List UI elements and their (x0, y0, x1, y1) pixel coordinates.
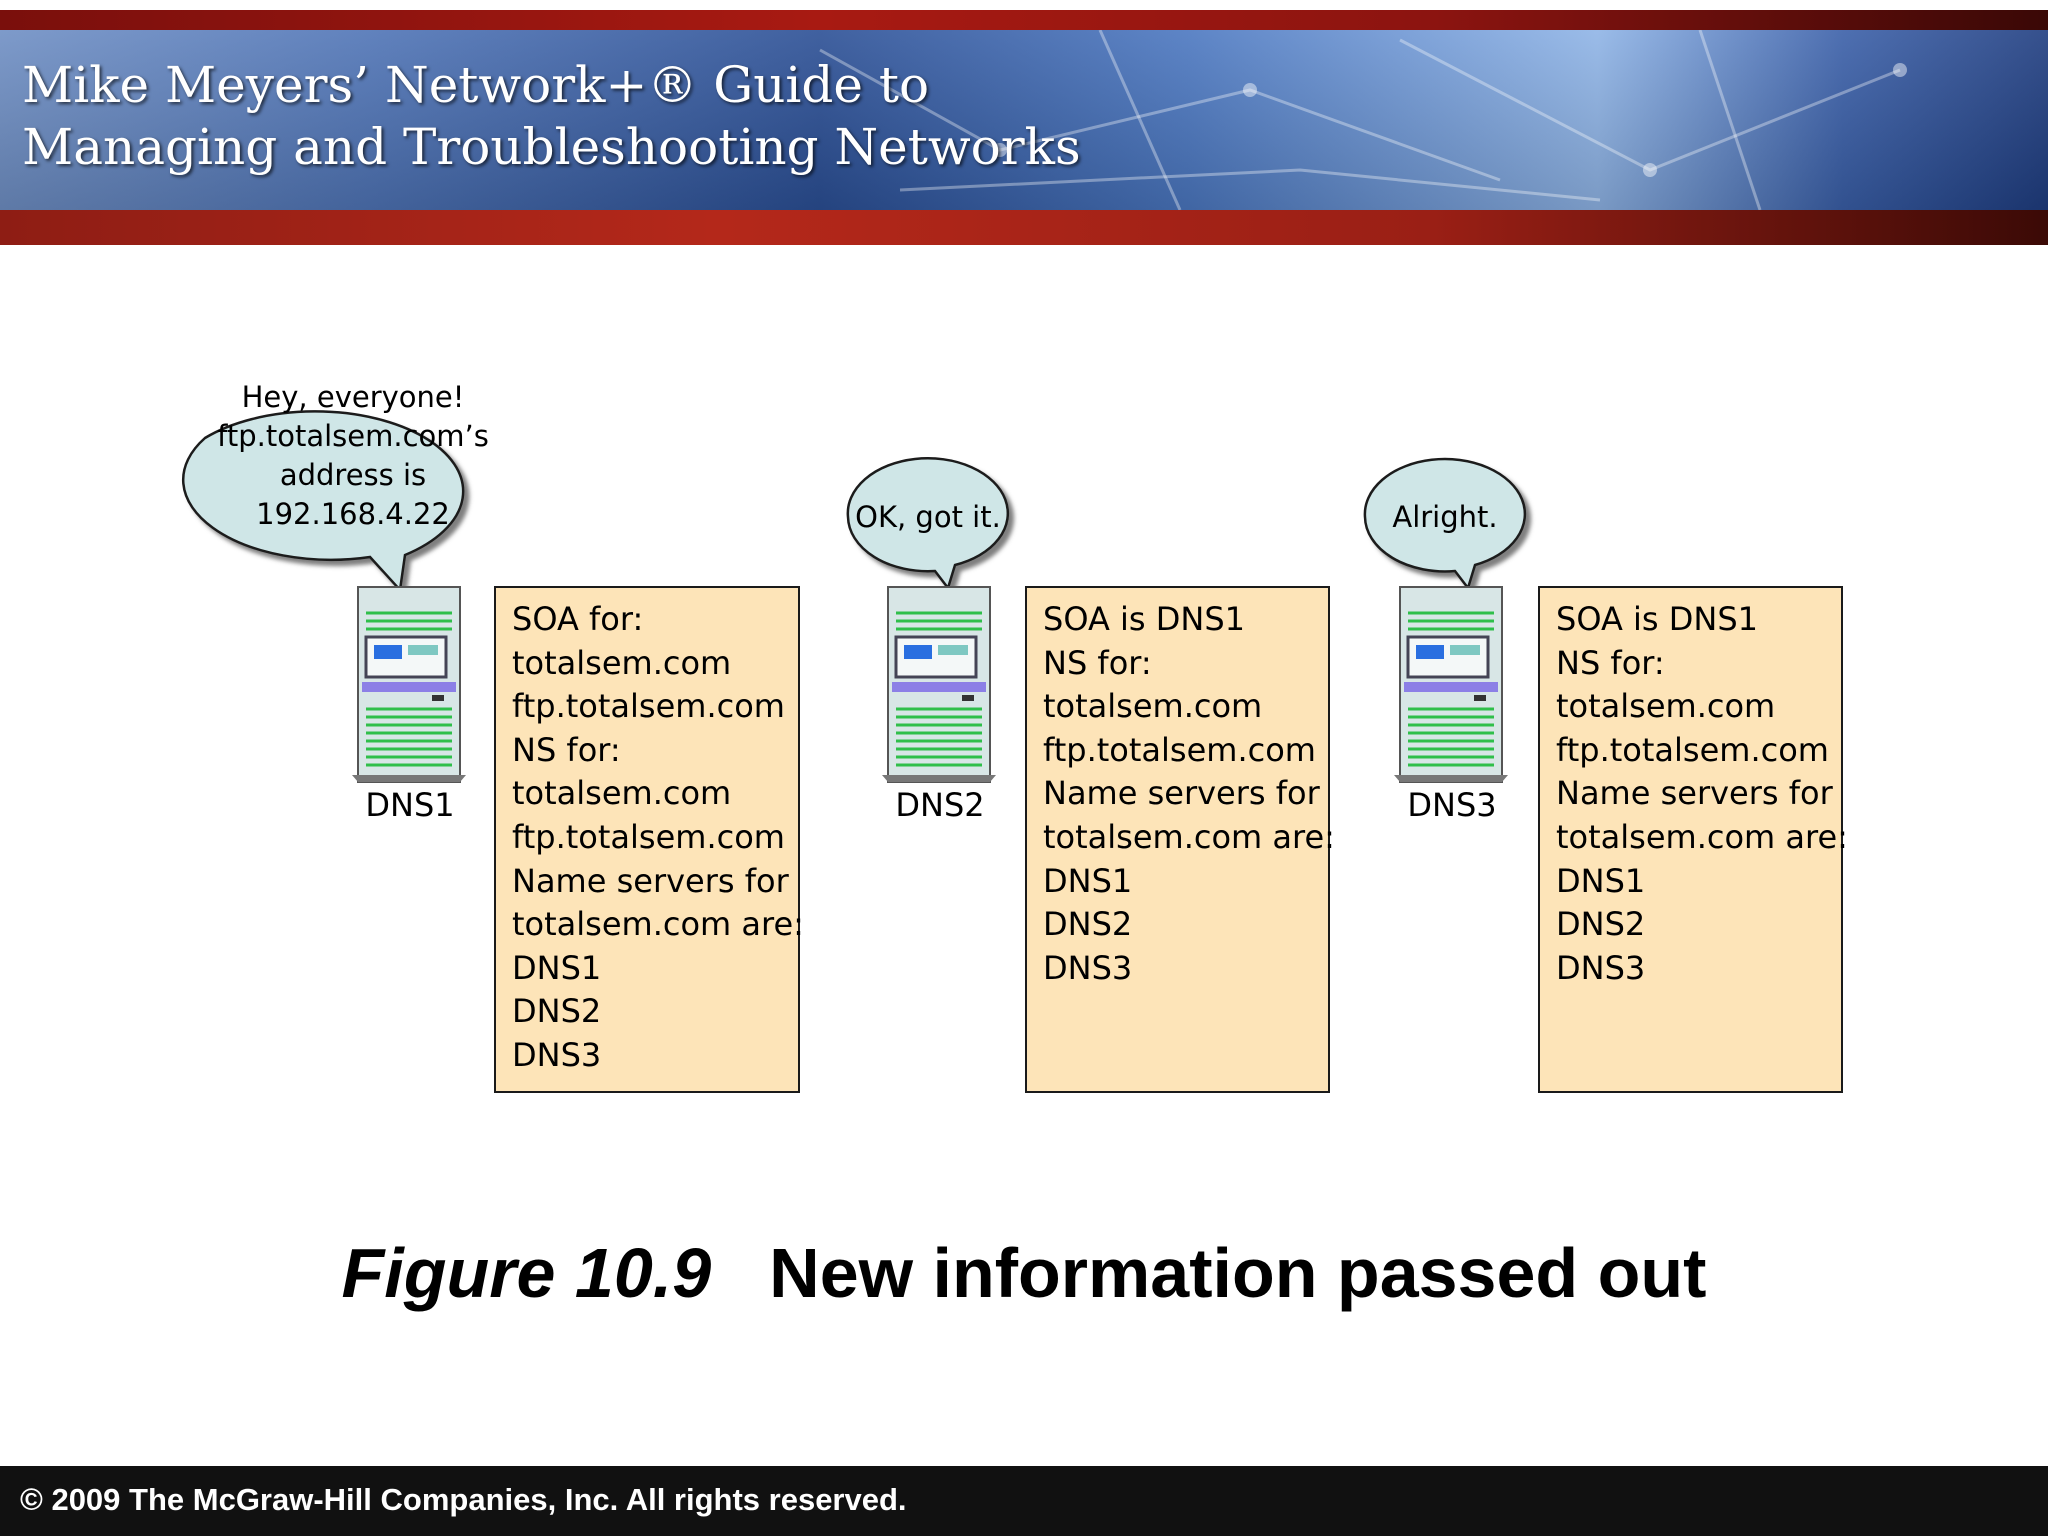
dns2-info-line: DNS2 (1043, 905, 1133, 944)
header-title-line-1: Mike Meyers’ Network+® Guide to (22, 56, 930, 114)
dns3-info-line: ftp.totalsem.com (1556, 730, 1829, 769)
copyright-text: © 2009 The McGraw-Hill Companies, Inc. A… (20, 1482, 907, 1517)
dns3-info-line: totalsem.com (1556, 687, 1776, 726)
dns1-info-line: totalsem.com (512, 774, 732, 813)
dns1-speech-line: address is (279, 458, 427, 492)
dns2-info-line: totalsem.com are: (1043, 817, 1335, 856)
dns2-info-line: DNS3 (1043, 948, 1133, 987)
dns1-info-line: totalsem.com (512, 643, 732, 682)
dns1-info-line: ftp.totalsem.com (512, 687, 785, 726)
dns3-info-line: DNS1 (1556, 861, 1646, 900)
dns1-info-line: DNS2 (512, 992, 602, 1031)
dns3-info-line: Name servers for (1556, 774, 1833, 813)
dns3-info-box: SOA is DNS1 NS for: totalsem.com ftp.tot… (1538, 586, 1848, 1093)
dns2-speech-bubble (846, 457, 1010, 591)
dns1-server-icon (350, 585, 468, 790)
dns2-label: DNS2 (895, 786, 985, 824)
dns1-info-line: Name servers for (512, 861, 789, 900)
header-title: Mike Meyers’ Network+® Guide to Managing… (22, 54, 1081, 178)
dns1-speech-line: Hey, everyone! (241, 380, 465, 414)
dns3-server-icon (1392, 585, 1510, 790)
dns3-info-line: totalsem.com are: (1556, 817, 1848, 856)
dns2-info-line: ftp.totalsem.com (1043, 730, 1316, 769)
header-top-stripe (0, 10, 2048, 30)
dns1-info-line: NS for: (512, 730, 621, 769)
dns1-info-line: DNS3 (512, 1035, 602, 1074)
dns1-speech-text: Hey, everyone! ftp.totalsem.com’s addres… (205, 378, 501, 534)
dns2-info-line: NS for: (1043, 643, 1152, 682)
dns2-info-line: DNS1 (1043, 861, 1133, 900)
header-bottom-stripe (0, 210, 2048, 245)
footer-bar: © 2009 The McGraw-Hill Companies, Inc. A… (0, 1466, 2048, 1536)
dns1-label: DNS1 (365, 786, 455, 824)
dns1-info-box: SOA for: totalsem.com ftp.totalsem.com N… (494, 586, 804, 1093)
figure-number: Figure 10.9 (341, 1234, 712, 1312)
dns3-info-line: DNS2 (1556, 905, 1646, 944)
dns3-info-line: SOA is DNS1 (1556, 600, 1758, 638)
header-network-graphic (819, 30, 1907, 210)
dns1-info-line: SOA for: (512, 600, 644, 638)
dns2-info-line: totalsem.com (1043, 687, 1263, 726)
dns1-info-line: ftp.totalsem.com (512, 817, 785, 856)
figure-caption: Figure 10.9 New information passed out (0, 1233, 2048, 1313)
dns1-info-line: totalsem.com are: (512, 905, 804, 944)
dns1-speech-bubble (181, 410, 465, 593)
dns2-info-box: SOA is DNS1 NS for: totalsem.com ftp.tot… (1025, 586, 1335, 1093)
dns3-info-line: DNS3 (1556, 948, 1646, 987)
dns3-speech-text: Alright. (1365, 497, 1525, 537)
header-background (0, 30, 2048, 210)
dns2-speech-line: OK, got it. (855, 500, 1001, 534)
dns2-speech-text: OK, got it. (848, 497, 1008, 537)
dns1-speech-line: 192.168.4.22 (256, 497, 450, 531)
dns2-server-icon (880, 585, 998, 790)
dns2-info-line: SOA is DNS1 (1043, 600, 1245, 638)
figure-title: New information passed out (769, 1234, 1707, 1312)
dns2-info-line: Name servers for (1043, 774, 1320, 813)
dns3-label: DNS3 (1407, 786, 1497, 824)
dns3-speech-bubble (1363, 457, 1527, 591)
dns1-speech-line: ftp.totalsem.com’s (217, 419, 489, 453)
header-banner: Mike Meyers’ Network+® Guide to Managing… (0, 10, 2048, 245)
dns3-info-line: NS for: (1556, 643, 1665, 682)
dns1-info-line: DNS1 (512, 948, 602, 987)
header-title-line-2: Managing and Troubleshooting Networks (22, 118, 1081, 176)
dns3-speech-line: Alright. (1392, 500, 1498, 534)
